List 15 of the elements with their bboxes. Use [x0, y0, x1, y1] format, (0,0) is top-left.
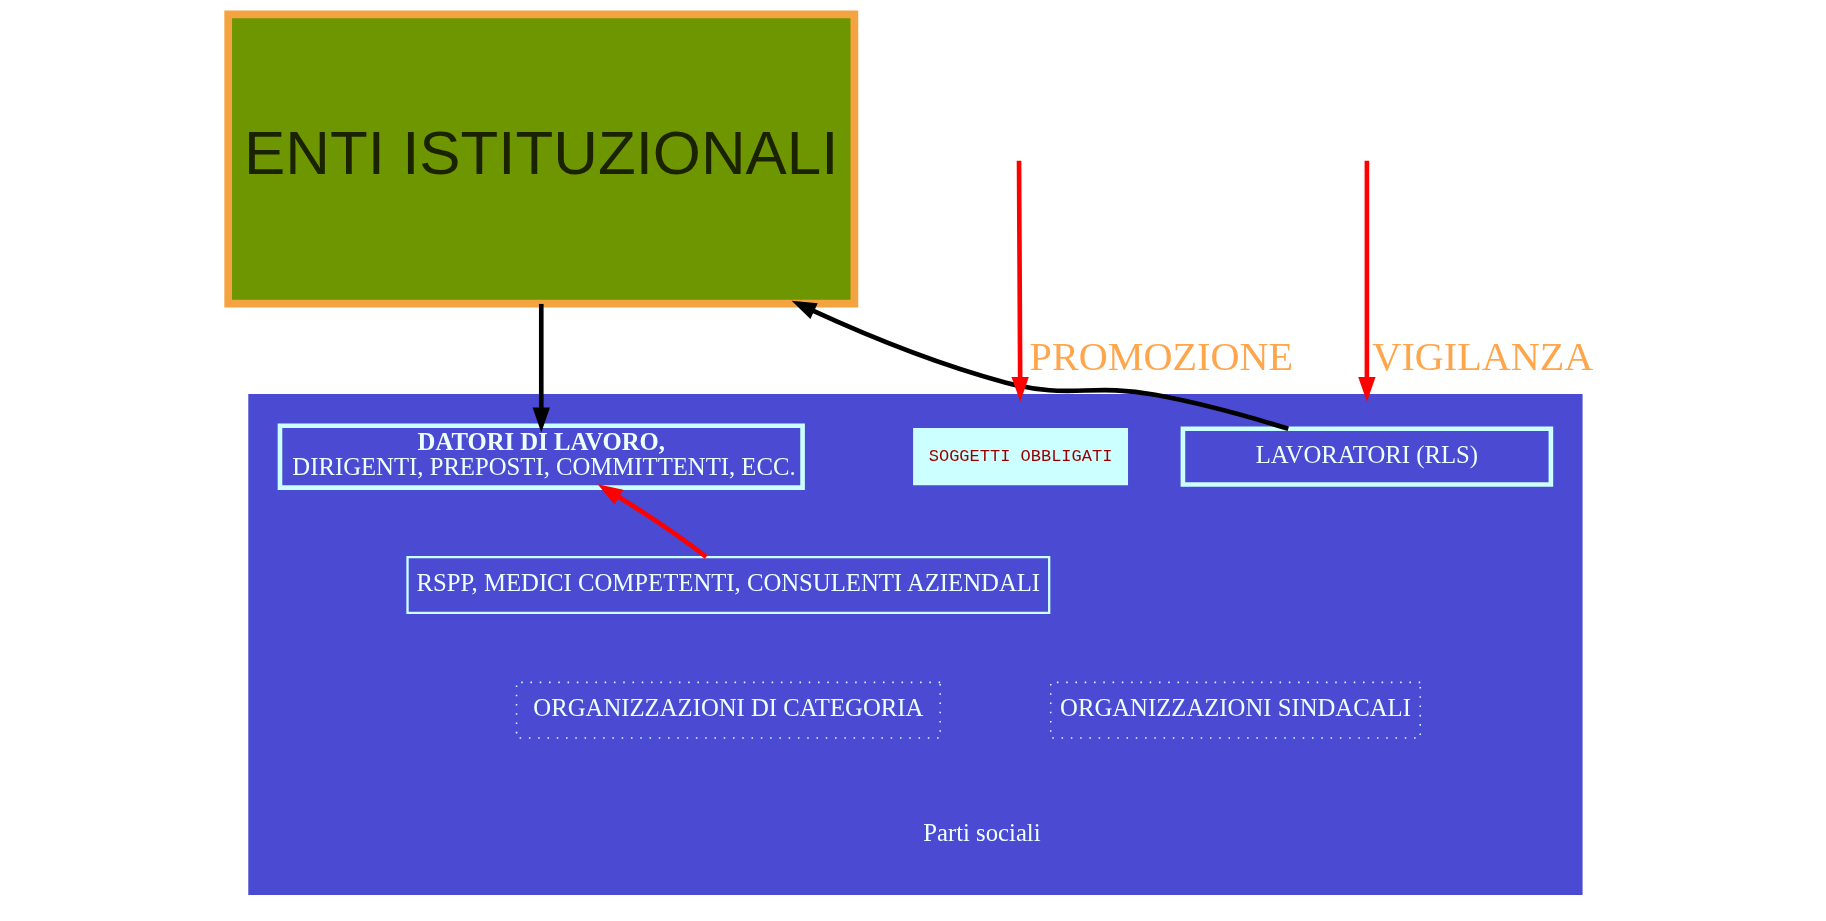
- edge-label: VIGILANZA: [1371, 333, 1593, 379]
- arrow: [532, 303, 550, 433]
- arrow: [1010, 160, 1029, 402]
- node-box: SOGGETTI OBBLIGATI: [912, 428, 1128, 486]
- node-box: ENTI ISTITUZIONALI: [223, 10, 858, 308]
- arrow: [597, 484, 708, 559]
- node-box: DATORI DI LAVORO, DIRIGENTI, PREPOSTI, COMMITTENTI, ECC.: [277, 423, 805, 490]
- edge-label: PROMOZIONE: [1029, 333, 1293, 379]
- node-box: LAVORATORI (RLS): [1180, 426, 1553, 487]
- node-box: ORGANIZZAZIONI DI CATEGORIA: [515, 681, 941, 739]
- cluster: [247, 394, 1583, 895]
- node-box: ORGANIZZAZIONI SINDACALI: [1049, 681, 1421, 739]
- label: Parti sociali: [922, 819, 1041, 847]
- node-box: RSPP, MEDICI COMPETENTI, CONSULENTI AZIENDALI: [405, 555, 1050, 614]
- arrow: [1357, 160, 1376, 402]
